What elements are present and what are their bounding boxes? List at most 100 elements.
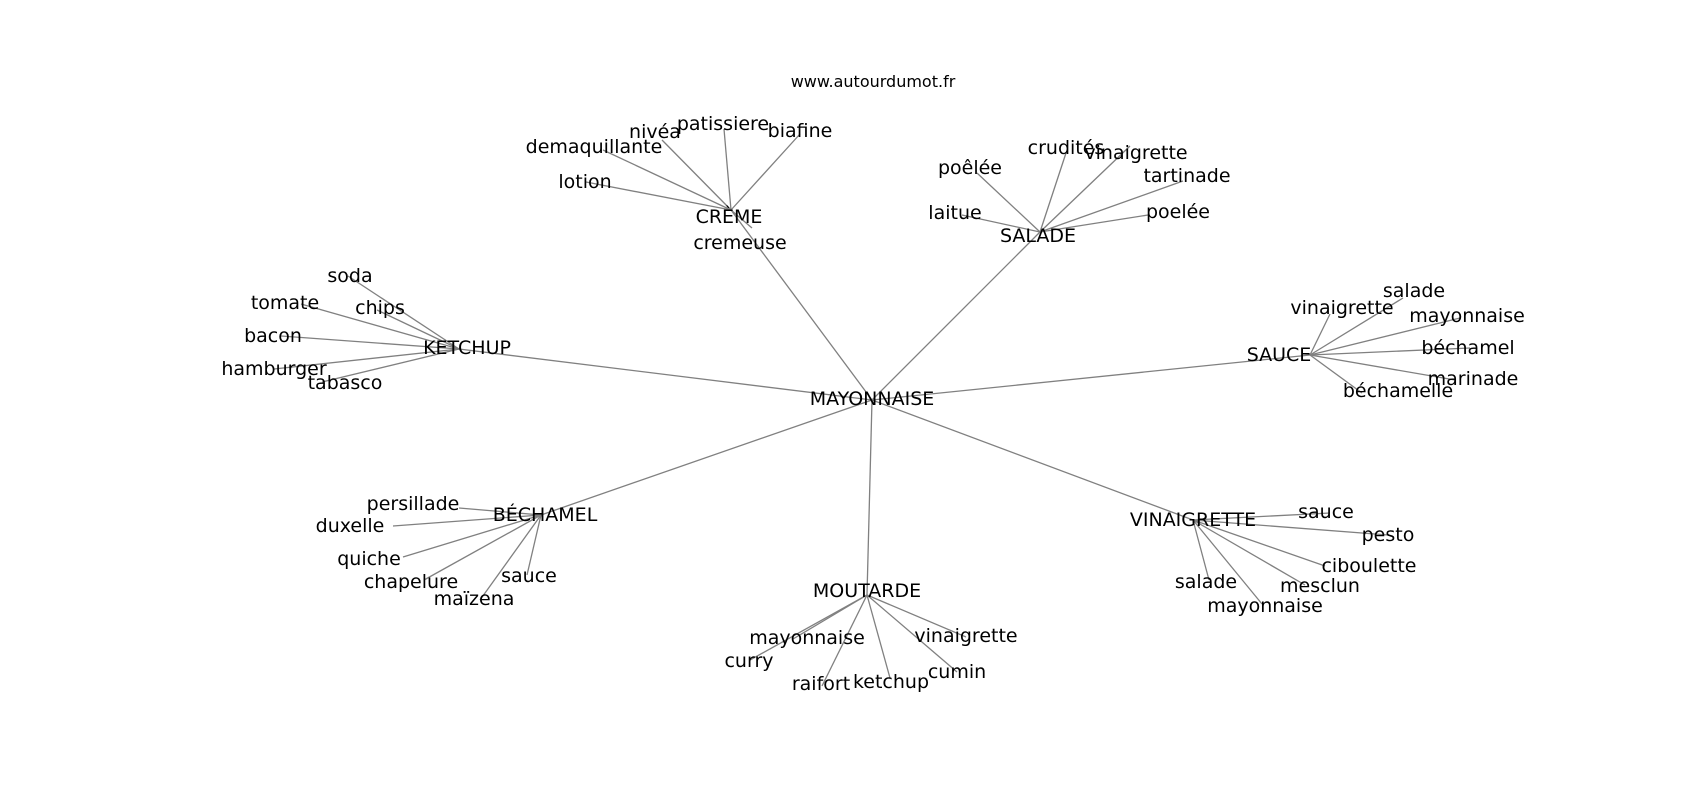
- leaf-node-label-vinaigrette-0: sauce: [1298, 501, 1354, 523]
- edge-ketchup-to-leaf-5: [321, 348, 460, 383]
- hub-node-label-salade: SALADE: [1000, 225, 1076, 247]
- edge-center-to-creme: [730, 209, 873, 401]
- edge-center-to-ketchup: [458, 348, 873, 401]
- leaf-node-label-salade-0: laitue: [928, 202, 981, 224]
- edge-vinaigrette-to-leaf-4: [1192, 519, 1263, 605]
- edge-sauce-to-leaf-3: [1309, 347, 1471, 356]
- edge-center-to-salade: [871, 231, 1041, 401]
- leaf-node-label-salade-5: poelée: [1146, 201, 1210, 223]
- leaf-node-label-moutarde-0: mayonnaise: [749, 627, 865, 649]
- leaf-node-label-bechamel-0: persillade: [367, 493, 460, 515]
- edge-vinaigrette-to-leaf-5: [1192, 519, 1210, 581]
- edge-bechamel-to-leaf-0: [458, 507, 542, 516]
- leaf-node-label-salade-2: crudités: [1028, 137, 1105, 159]
- leaf-node-label-creme-2: nivéa: [629, 121, 681, 143]
- edge-moutarde-to-leaf-1: [749, 594, 868, 661]
- watermark-text: www.autourdumot.fr: [791, 72, 956, 91]
- edge-bechamel-to-leaf-2: [402, 514, 542, 558]
- leaf-node-label-sauce-1: salade: [1383, 280, 1445, 302]
- leaf-node-label-bechamel-1: duxelle: [316, 515, 385, 537]
- leaf-node-label-moutarde-4: cumin: [928, 661, 986, 683]
- edge-creme-to-leaf-1: [602, 149, 732, 211]
- hub-node-label-vinaigrette: VINAIGRETTE: [1130, 509, 1256, 531]
- leaf-node-label-bechamel-2: quiche: [337, 548, 401, 570]
- leaf-node-label-creme-5: cremeuse: [693, 232, 786, 254]
- edge-moutarde-to-leaf-3: [866, 594, 891, 679]
- leaf-node-label-vinaigrette-1: pesto: [1362, 524, 1415, 546]
- edge-sauce-to-leaf-5: [1309, 354, 1363, 394]
- edge-sauce-to-leaf-4: [1309, 354, 1456, 381]
- leaf-node-label-ketchup-3: bacon: [244, 325, 302, 347]
- leaf-node-label-ketchup-0: soda: [327, 265, 372, 287]
- leaf-node-label-salade-3: vinaigrette: [1084, 142, 1187, 164]
- leaf-node-label-creme-1: demaquillante: [526, 136, 663, 158]
- edge-vinaigrette-to-leaf-1: [1192, 519, 1389, 536]
- hub-node-label-creme: CRÈME: [696, 205, 763, 228]
- leaf-node-label-moutarde-3: ketchup: [853, 671, 929, 693]
- edge-ketchup-to-leaf-4: [273, 348, 460, 370]
- edge-vinaigrette-to-leaf-2: [1192, 519, 1326, 567]
- leaf-node-label-salade-1: poêlée: [938, 157, 1002, 179]
- edge-ketchup-to-leaf-2: [376, 309, 460, 350]
- edge-vinaigrette-to-leaf-3: [1192, 519, 1306, 586]
- edge-center-to-bechamel: [540, 399, 873, 516]
- hub-node-label-moutarde: MOUTARDE: [813, 580, 921, 602]
- leaf-node-label-vinaigrette-2: ciboulette: [1321, 555, 1416, 577]
- edge-center-to-sauce: [871, 354, 1311, 401]
- leaf-node-label-creme-4: biafine: [768, 120, 833, 142]
- edge-creme-to-leaf-3: [723, 128, 732, 211]
- labels-layer: MAYONNAISECRÈMElotiondemaquillantenivéap…: [221, 113, 1524, 695]
- edge-moutarde-to-leaf-2: [821, 594, 868, 687]
- leaf-node-label-creme-3: patissiere: [677, 113, 769, 135]
- leaf-node-label-sauce-2: mayonnaise: [1409, 305, 1525, 327]
- leaf-node-label-ketchup-5: tabasco: [308, 372, 383, 394]
- leaf-node-label-sauce-0: vinaigrette: [1290, 297, 1393, 319]
- leaf-node-label-bechamel-5: sauce: [501, 565, 557, 587]
- edge-creme-to-leaf-4: [730, 133, 801, 211]
- edge-moutarde-to-leaf-5: [866, 594, 967, 638]
- center-node-label: MAYONNAISE: [810, 388, 935, 410]
- edge-moutarde-to-leaf-4: [866, 594, 958, 673]
- edge-center-to-moutarde: [866, 399, 873, 596]
- edge-ketchup-to-leaf-3: [280, 335, 460, 350]
- leaf-node-label-ketchup-1: tomate: [251, 292, 319, 314]
- leaf-node-label-moutarde-5: vinaigrette: [914, 625, 1017, 647]
- edge-bechamel-to-leaf-1: [392, 514, 542, 527]
- leaf-node-label-ketchup-4: hamburger: [221, 358, 327, 380]
- hub-node-label-ketchup: KETCHUP: [423, 337, 511, 359]
- edge-vinaigrette-to-leaf-0: [1192, 512, 1331, 521]
- edge-bechamel-to-leaf-4: [479, 514, 542, 601]
- edge-salade-to-leaf-2: [1039, 152, 1067, 233]
- hub-node-label-sauce: SAUCE: [1247, 344, 1312, 366]
- edge-center-to-vinaigrette: [871, 399, 1194, 521]
- leaf-node-label-creme-0: lotion: [558, 171, 611, 193]
- edge-sauce-to-leaf-2: [1309, 317, 1461, 356]
- leaf-node-label-vinaigrette-3: mesclun: [1280, 575, 1360, 597]
- edge-bechamel-to-leaf-3: [423, 514, 542, 581]
- leaf-node-label-ketchup-2: chips: [355, 297, 405, 319]
- edge-sauce-to-leaf-0: [1309, 313, 1331, 356]
- edge-sauce-to-leaf-1: [1309, 297, 1404, 356]
- edge-creme-to-leaf-2: [661, 139, 732, 211]
- edge-salade-to-leaf-4: [1039, 180, 1184, 233]
- edge-ketchup-to-leaf-1: [300, 303, 460, 350]
- leaf-node-label-bechamel-3: chapelure: [364, 571, 458, 593]
- edge-ketchup-to-leaf-0: [347, 275, 460, 350]
- edge-salade-to-leaf-3: [1039, 145, 1131, 233]
- leaf-node-label-moutarde-1: curry: [724, 650, 773, 672]
- edge-creme-to-leaf-0: [585, 181, 732, 211]
- leaf-node-label-sauce-5: béchamelle: [1343, 380, 1453, 402]
- leaf-node-label-salade-4: tartinade: [1143, 165, 1230, 187]
- leaf-node-label-moutarde-2: raifort: [792, 673, 850, 695]
- leaf-node-label-sauce-4: marinade: [1428, 368, 1519, 390]
- edges-layer: [273, 128, 1471, 687]
- edge-salade-to-leaf-1: [976, 172, 1041, 233]
- edge-salade-to-leaf-0: [961, 214, 1041, 233]
- leaf-node-label-sauce-3: béchamel: [1421, 337, 1514, 359]
- leaf-node-label-bechamel-4: maïzena: [434, 588, 515, 610]
- edge-salade-to-leaf-5: [1039, 214, 1149, 233]
- leaf-node-label-vinaigrette-5: salade: [1175, 571, 1237, 593]
- edge-bechamel-to-leaf-5: [526, 514, 542, 576]
- hub-node-label-bechamel: BÉCHAMEL: [493, 503, 598, 526]
